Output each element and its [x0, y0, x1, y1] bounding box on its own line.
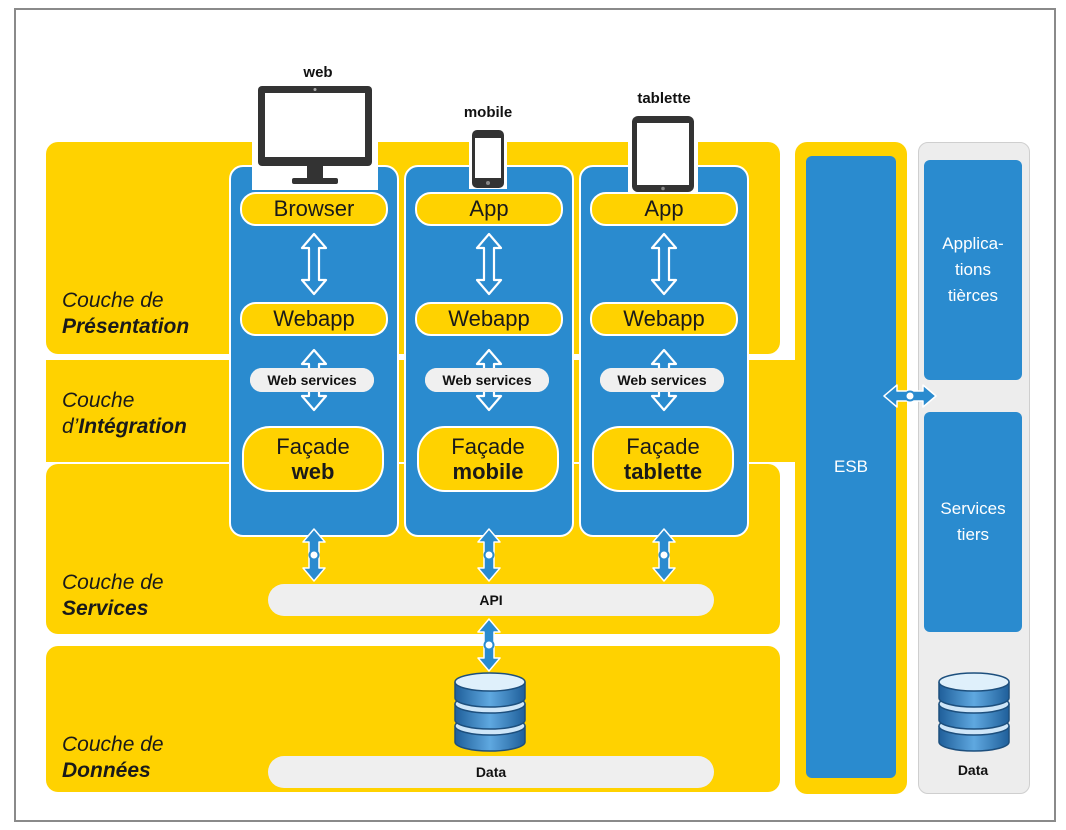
third-party-services-box: Services tiers	[924, 412, 1022, 632]
facade-web: Façade web	[242, 426, 384, 492]
arrow-mobile-api-icon	[477, 528, 501, 582]
facade-mobile: Façade mobile	[417, 426, 559, 492]
device-label-web: web	[303, 64, 333, 81]
browser-pill: Browser	[240, 192, 388, 226]
external-database-icon	[938, 672, 1010, 752]
webapp-pill-mobile: Webapp	[415, 302, 563, 336]
app-pill-mobile: App	[415, 192, 563, 226]
esb-box: ESB	[806, 156, 896, 778]
tablet-icon	[628, 114, 698, 194]
smartphone-icon	[469, 129, 507, 189]
device-label-mobile: mobile	[463, 104, 513, 121]
app-pill-tablette: App	[590, 192, 738, 226]
arrow-web-api-icon	[302, 528, 326, 582]
arrow-app-webapp-tablette-icon	[650, 232, 678, 296]
webapp-pill-tablette: Webapp	[590, 302, 738, 336]
third-party-apps-box: Applica- tions tièrces	[924, 160, 1022, 380]
desktop-monitor-icon	[252, 82, 378, 190]
arrow-api-data-icon	[477, 618, 501, 672]
web-services-web-overlay: Web services	[250, 368, 374, 392]
arrow-browser-webapp-icon	[300, 232, 328, 296]
facade-tablette: Façade tablette	[592, 426, 734, 492]
web-services-mobile-overlay: Web services	[425, 368, 549, 392]
data-bar: Data	[268, 756, 714, 788]
webapp-pill-web: Webapp	[240, 302, 388, 336]
database-icon	[454, 672, 526, 752]
external-data-label: Data	[957, 762, 989, 778]
layer-label-integration: Couche d’Intégration	[62, 389, 187, 438]
arrow-tablette-api-icon	[652, 528, 676, 582]
device-label-tablette: tablette	[637, 90, 691, 107]
esb-label: ESB	[833, 457, 869, 476]
web-services-tablette-overlay: Web services	[600, 368, 724, 392]
arrow-app-webapp-mobile-icon	[475, 232, 503, 296]
layer-label-donnees: Couche de Données	[62, 733, 164, 782]
layer-label-presentation: Couche de Présentation	[62, 289, 190, 338]
layer-label-services: Couche de Services	[62, 571, 164, 620]
api-bar: API	[268, 584, 714, 616]
diagram-frame	[14, 8, 1056, 822]
arrow-esb-external-icon	[883, 384, 937, 408]
